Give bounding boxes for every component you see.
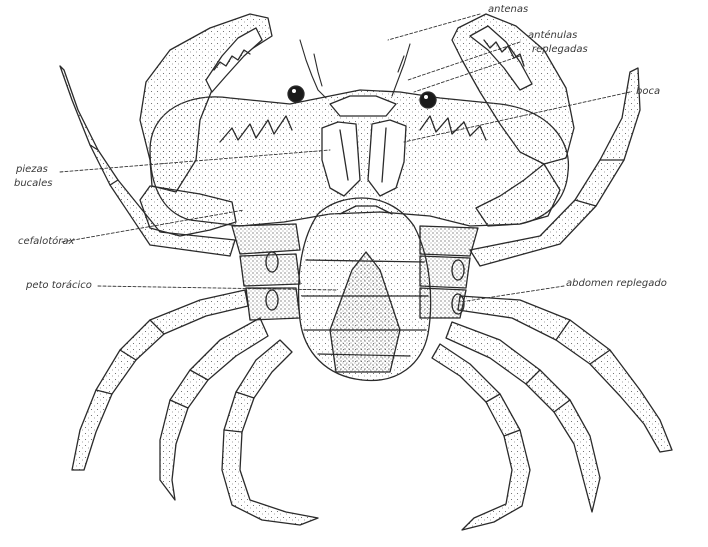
label-boca: boca: [636, 86, 660, 97]
label-antenas: antenas: [488, 4, 528, 15]
label-abdomen: abdomen replegado: [566, 278, 667, 289]
label-antenulas-2: replegadas: [532, 44, 588, 55]
label-piezas-2: bucales: [14, 178, 52, 189]
label-cefalotorax: cefalotórax: [18, 236, 74, 247]
label-antenulas: anténulas: [528, 30, 577, 41]
label-peto: peto torácico: [26, 280, 92, 291]
antennae: [300, 40, 410, 98]
label-piezas: piezas: [16, 164, 48, 175]
